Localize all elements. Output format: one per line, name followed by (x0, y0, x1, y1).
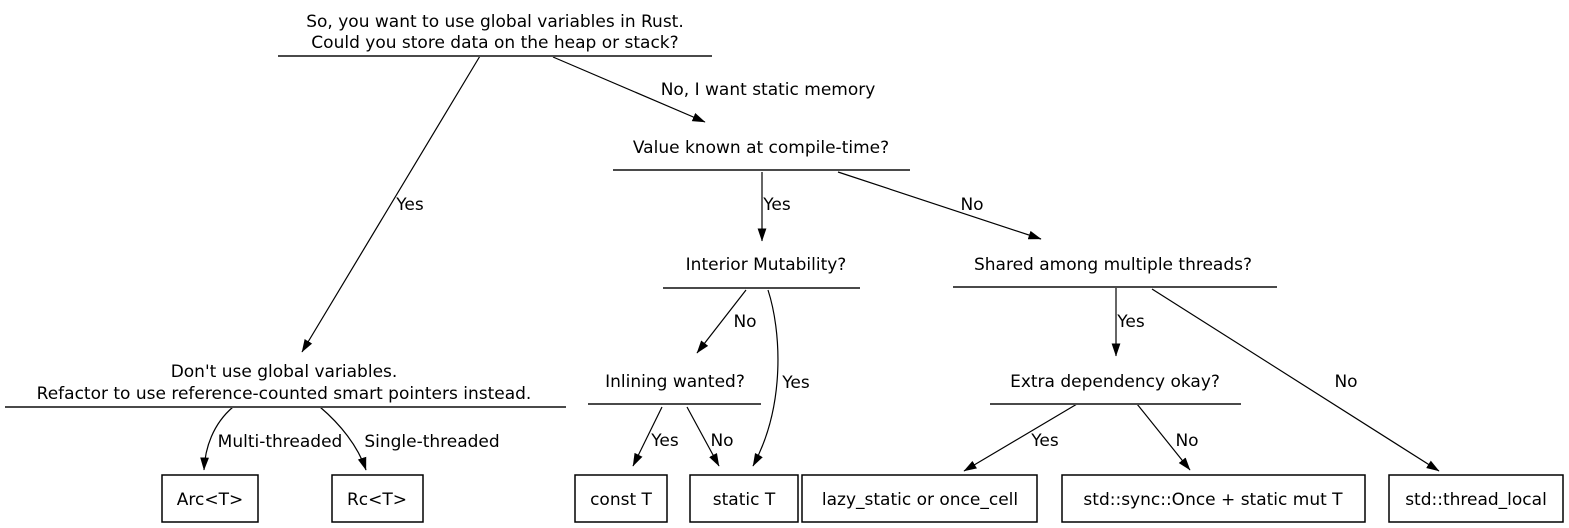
edge-interior-no (696, 289, 747, 354)
const-t-box (574, 474, 668, 523)
sync-once-box (1061, 474, 1366, 523)
edge-label-value-no: No (960, 195, 983, 215)
node-value-known: Value known at compile-time? (613, 138, 910, 171)
edge-label-shared-no: No (1334, 372, 1357, 392)
edge-label-inlining-no: No (710, 431, 733, 451)
node-sync-once: std::sync::Once + static mut T (1061, 474, 1366, 523)
node-const-t: const T (574, 474, 668, 523)
rc-label: Rc<T> (347, 490, 407, 510)
edge-label-interior-no: No (733, 312, 756, 332)
edge-interior-yes (752, 289, 779, 467)
edge-multi-threaded (200, 406, 234, 471)
arc-label: Arc<T> (177, 490, 243, 510)
node-inlining-wanted: Inlining wanted? (588, 372, 761, 405)
node-extra-dependency: Extra dependency okay? (990, 372, 1241, 405)
thread-local-label: std::thread_local (1405, 490, 1547, 510)
interior-mutability-label: Interior Mutability? (686, 255, 847, 275)
lazy-static-label: lazy_static or once_cell (822, 490, 1018, 510)
edge-extra-yes (963, 403, 1078, 472)
value-known-label: Value known at compile-time? (633, 138, 889, 158)
edge-extra-no (1136, 403, 1191, 471)
edge-label-multi-threaded: Multi-threaded (218, 432, 343, 452)
static-t-label: static T (713, 490, 776, 510)
inlining-wanted-label: Inlining wanted? (605, 372, 745, 392)
edge-label-root-no: No, I want static memory (661, 80, 876, 100)
node-root-question: So, you want to use global variables in … (278, 12, 712, 57)
lazy-static-box (801, 474, 1038, 523)
rc-box (331, 474, 424, 523)
edge-inlining-no (686, 406, 720, 467)
edge-shared-no (1151, 288, 1440, 472)
node-thread-local: std::thread_local (1388, 474, 1564, 523)
sync-once-label: std::sync::Once + static mut T (1083, 490, 1343, 510)
edge-label-extra-no: No (1175, 431, 1198, 451)
edge-label-inlining-yes: Yes (650, 431, 679, 451)
node-rc: Rc<T> (331, 474, 424, 523)
edge-single-threaded (319, 406, 367, 471)
edge-root-yes (301, 55, 481, 353)
node-lazy-static: lazy_static or once_cell (801, 474, 1038, 523)
edge-label-root-yes: Yes (395, 195, 424, 215)
dont-use-line1: Don't use global variables. (171, 362, 398, 382)
edge-label-value-yes: Yes (762, 195, 791, 215)
const-t-label: const T (590, 490, 652, 510)
edge-label-shared-yes: Yes (1116, 312, 1145, 332)
edge-inlining-yes (632, 406, 663, 467)
node-interior-mutability: Interior Mutability? (663, 255, 860, 289)
node-arc: Arc<T> (161, 474, 259, 523)
root-question-line2: Could you store data on the heap or stac… (311, 33, 678, 53)
node-static-t: static T (689, 474, 799, 523)
edge-value-no (837, 171, 1042, 240)
edge-label-extra-yes: Yes (1030, 431, 1059, 451)
edge-label-single-threaded: Single-threaded (364, 432, 499, 452)
thread-local-box (1388, 474, 1564, 523)
static-t-box (689, 474, 799, 523)
dont-use-line2: Refactor to use reference-counted smart … (37, 384, 532, 404)
arc-box (161, 474, 259, 523)
node-shared-threads: Shared among multiple threads? (953, 255, 1277, 288)
edge-root-no (552, 56, 706, 123)
extra-dependency-label: Extra dependency okay? (1010, 372, 1220, 392)
node-dont-use-globals: Don't use global variables. Refactor to … (5, 362, 566, 408)
shared-threads-label: Shared among multiple threads? (974, 255, 1252, 275)
root-question-line1: So, you want to use global variables in … (306, 12, 684, 32)
edge-label-interior-yes: Yes (781, 373, 810, 393)
